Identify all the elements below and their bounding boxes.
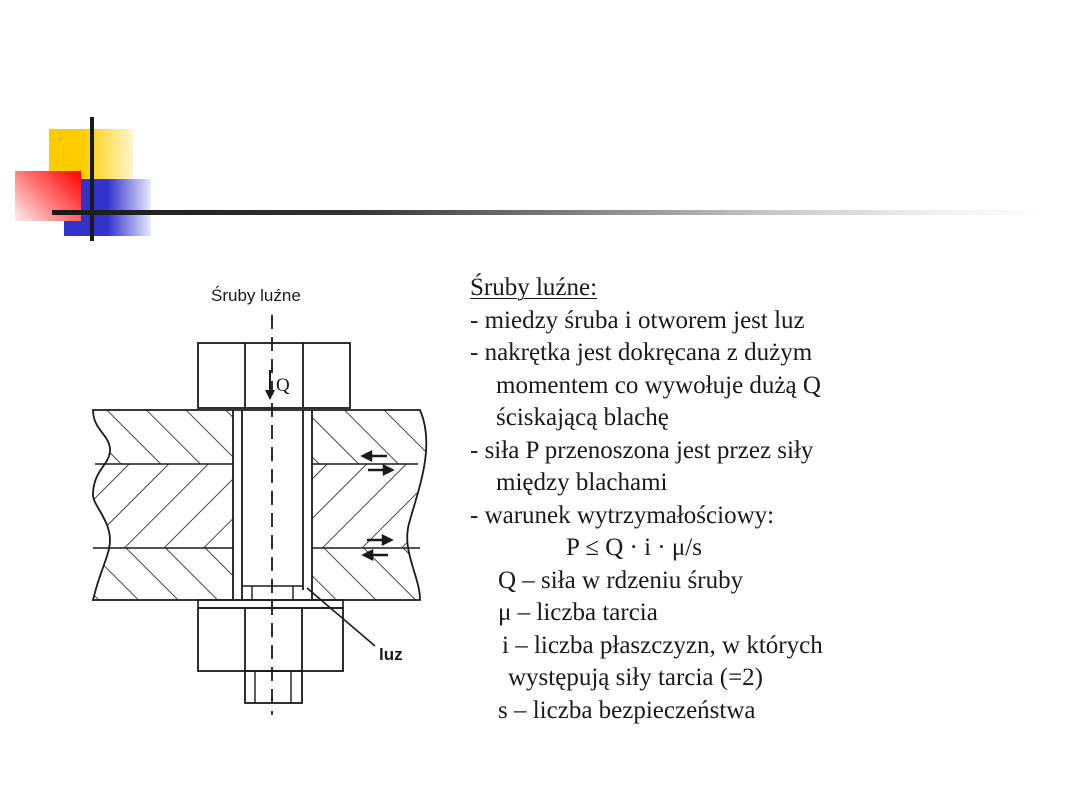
loose-bolt-diagram: Q luz Śruby luźne	[85, 270, 465, 730]
bullet-3-continuation-1: między blachami	[496, 469, 668, 496]
slide-text-content: Śruby luźne: - miedzy śruba i otworem je…	[470, 272, 940, 727]
bullet-1: - miedzy śruba i otworem jest luz	[470, 306, 805, 334]
force-q-label: Q	[276, 375, 290, 396]
diagram-title: Śruby luźne	[211, 286, 301, 305]
bullet-2-continuation-2: ściskającą blachę	[496, 404, 669, 431]
bullet-2-continuation-1: momentem co wywołuje dużą Q	[496, 371, 821, 399]
bullet-3: - siła P przenoszona jest przez siły	[470, 436, 814, 464]
content-heading: Śruby luźne:	[470, 274, 598, 301]
definition-mu: μ – liczba tarcia	[498, 599, 658, 626]
bolt-cross-section-drawing: Q luz Śruby luźne	[91, 286, 428, 715]
decorative-vertical-line	[90, 117, 94, 241]
definition-q: Q – siła w rdzeniu śruby	[498, 566, 744, 594]
definition-s: s – liczba bezpieczeństwa	[498, 696, 756, 724]
definition-i: i – liczba płaszczyzn, w których	[502, 631, 823, 659]
strength-formula: P ≤ Q · i · μ/s	[566, 534, 702, 561]
title-underline-rule	[52, 210, 1052, 215]
bullet-2: - nakrętka jest dokręcana z dużym	[470, 339, 813, 366]
gap-luz-label: luz	[379, 645, 403, 664]
bullet-4: - warunek wytrzymałościowy:	[470, 501, 775, 529]
definition-i-continuation: występują siły tarcia (=2)	[508, 664, 763, 691]
